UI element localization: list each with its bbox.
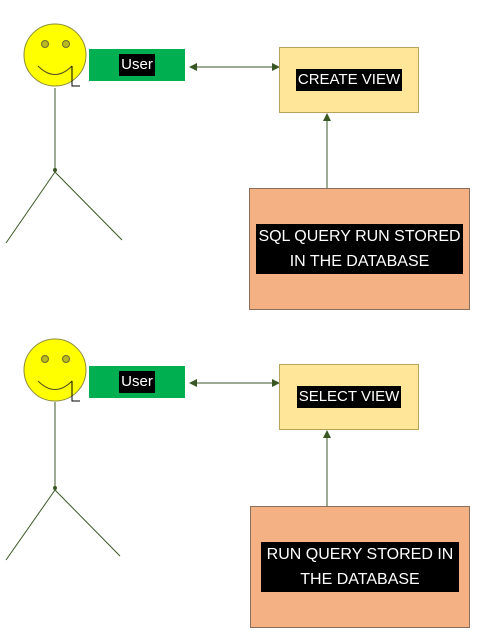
stick-figure-1 (5, 23, 123, 244)
sql-query-label: SQL QUERY RUN STORED IN THE DATABASE (256, 224, 463, 274)
smiley-face-icon (23, 23, 87, 87)
run-query-label: RUN QUERY STORED IN THE DATABASE (261, 542, 459, 592)
hand-mark (71, 381, 80, 402)
spine-joint (53, 168, 57, 172)
left-leg (5, 171, 56, 244)
smile (37, 380, 73, 390)
smiley-face-icon (23, 338, 87, 402)
user-box-1: User (89, 49, 185, 81)
right-leg (54, 171, 123, 241)
right-leg (54, 489, 121, 557)
spine-joint (53, 486, 57, 490)
create-view-label: CREATE VIEW (295, 69, 403, 91)
run-query-box: RUN QUERY STORED IN THE DATABASE (250, 506, 470, 628)
user-box-2: User (89, 366, 185, 398)
select-view-label: SELECT VIEW (296, 386, 402, 408)
left-leg (5, 489, 56, 561)
user-label-1: User (119, 54, 155, 76)
create-view-box: CREATE VIEW (279, 47, 419, 113)
user-label-2: User (119, 371, 155, 393)
left-eye (41, 355, 49, 363)
left-eye (41, 40, 49, 48)
right-eye (62, 355, 70, 363)
right-eye (62, 40, 70, 48)
smile (37, 65, 73, 75)
select-view-box: SELECT VIEW (279, 364, 419, 430)
hand-mark (71, 66, 80, 87)
stick-figure-2 (5, 338, 121, 561)
sql-query-box: SQL QUERY RUN STORED IN THE DATABASE (249, 188, 470, 310)
